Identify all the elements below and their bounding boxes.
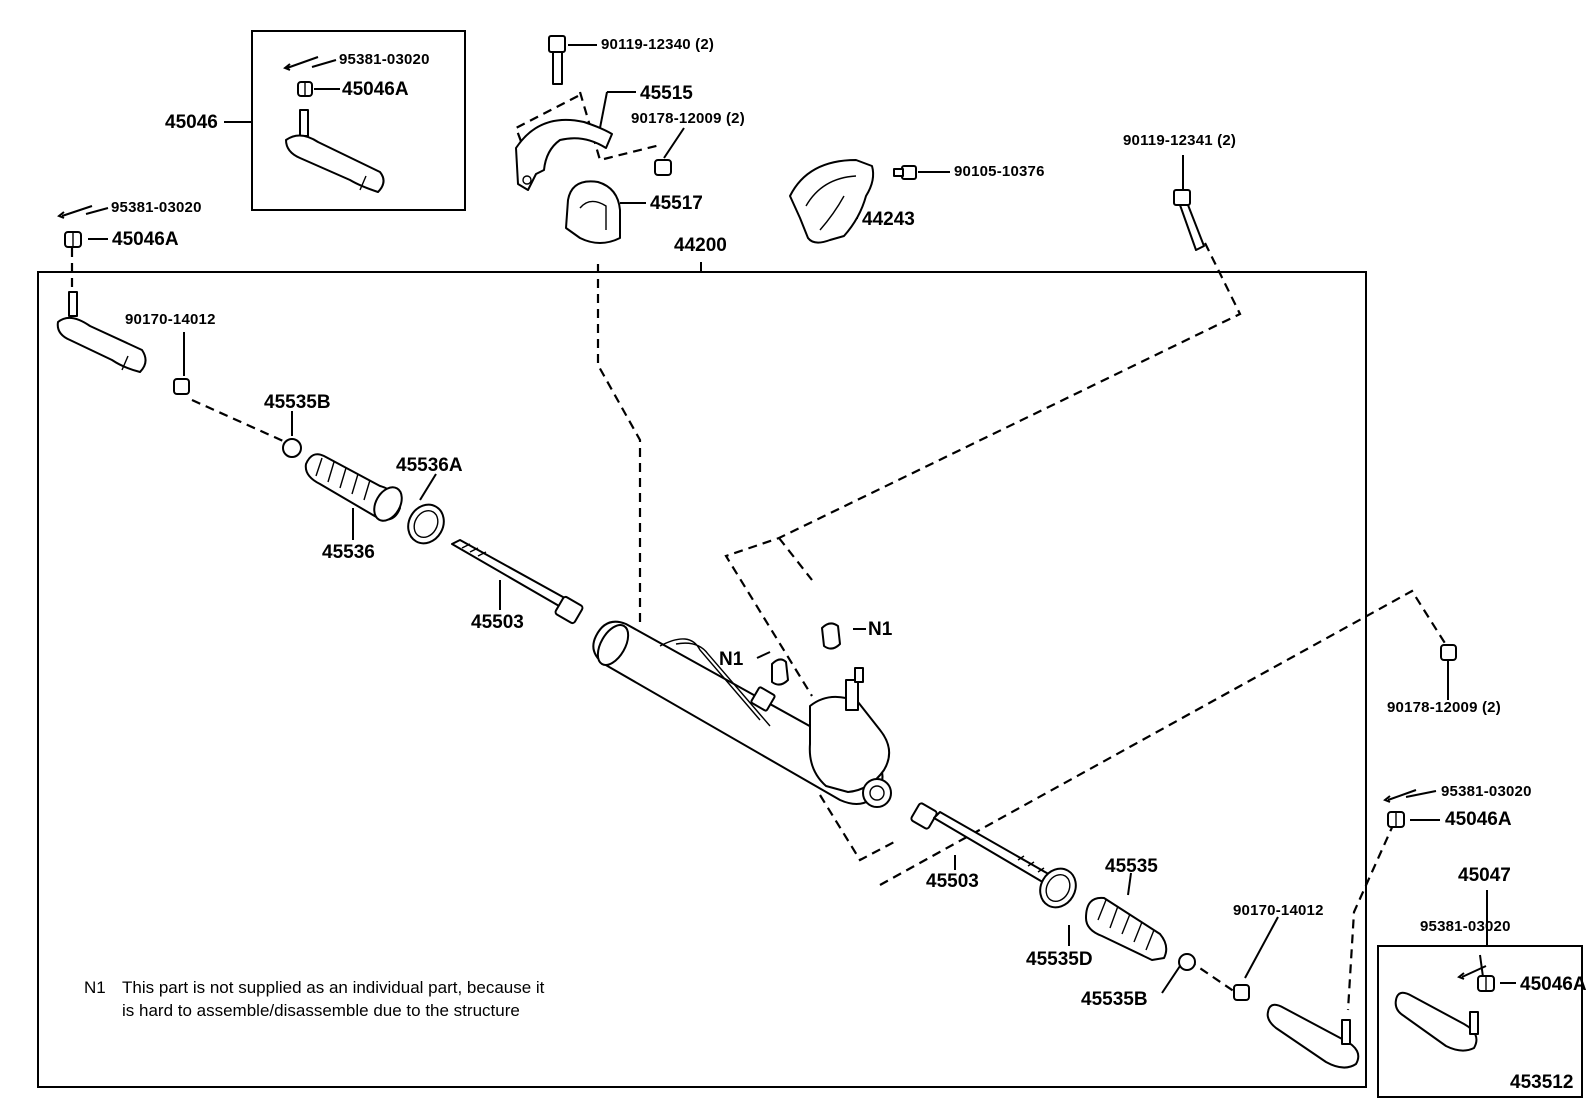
label-45535D: 45535D bbox=[1026, 949, 1093, 970]
band-clamp-icon bbox=[407, 503, 445, 545]
label-45536: 45536 bbox=[322, 542, 375, 563]
label-45535B: 45535B bbox=[264, 392, 331, 413]
bolt-icon bbox=[548, 35, 566, 85]
inset-box-45047 bbox=[1377, 945, 1583, 1098]
label-90105-10376: 90105-10376 bbox=[954, 163, 1045, 180]
seal-icon bbox=[771, 658, 789, 686]
bushing-icon bbox=[565, 180, 621, 244]
steering-rack-housing-icon bbox=[592, 620, 892, 808]
clamp-icon bbox=[282, 438, 302, 458]
tie-rod-end-icon bbox=[1266, 1003, 1360, 1069]
figure-number: 453512 bbox=[1510, 1072, 1574, 1093]
inset-box-45046 bbox=[251, 30, 466, 211]
nut-icon bbox=[173, 378, 190, 395]
label-45046A: 45046A bbox=[1520, 974, 1587, 995]
label-44243: 44243 bbox=[862, 209, 915, 230]
castle-nut-icon bbox=[64, 231, 82, 248]
label-45515: 45515 bbox=[640, 83, 693, 104]
label-90178-12009: 90178-12009 (2) bbox=[631, 110, 745, 127]
cotter-pin-icon bbox=[57, 205, 93, 219]
castle-nut-icon bbox=[1387, 811, 1405, 828]
label-45503: 45503 bbox=[926, 871, 979, 892]
tie-rod-icon bbox=[451, 539, 584, 625]
label-45046A: 45046A bbox=[112, 229, 179, 250]
label-95381-03020: 95381-03020 bbox=[111, 199, 202, 216]
label-45047: 45047 bbox=[1458, 865, 1511, 886]
nut-icon bbox=[1233, 984, 1250, 1001]
label-90119-12340: 90119-12340 (2) bbox=[601, 36, 715, 53]
label-90170-14012: 90170-14012 bbox=[125, 311, 216, 328]
label-45517: 45517 bbox=[650, 193, 703, 214]
label-45536A: 45536A bbox=[396, 455, 463, 476]
label-45046: 45046 bbox=[165, 112, 218, 133]
leader-lines bbox=[85, 44, 1516, 994]
bracket-icon bbox=[515, 118, 613, 191]
label-90178-12009: 90178-12009 (2) bbox=[1387, 699, 1501, 716]
dashed-assembly-lines bbox=[70, 91, 1449, 1011]
label-N1: N1 bbox=[868, 619, 893, 640]
castle-nut-icon bbox=[1477, 975, 1495, 992]
footnote-text: This part is not supplied as an individu… bbox=[122, 978, 545, 1020]
cotter-pin-icon bbox=[1457, 965, 1487, 980]
castle-nut-icon bbox=[297, 81, 313, 97]
band-clamp-icon bbox=[1039, 867, 1077, 909]
boot-icon bbox=[304, 453, 403, 522]
label-45535B: 45535B bbox=[1081, 989, 1148, 1010]
label-45503: 45503 bbox=[471, 612, 524, 633]
tie-rod-end-icon bbox=[1394, 991, 1479, 1052]
label-N1: N1 bbox=[719, 649, 744, 670]
label-44200: 44200 bbox=[674, 235, 727, 256]
label-90119-12341: 90119-12341 (2) bbox=[1123, 132, 1237, 149]
tie-rod-end-icon bbox=[56, 291, 147, 373]
clamp-icon bbox=[1178, 953, 1196, 971]
boot-icon bbox=[1085, 896, 1168, 961]
heat-shield-icon bbox=[789, 159, 875, 244]
seal-icon bbox=[821, 622, 841, 650]
label-95381-03020: 95381-03020 bbox=[1441, 783, 1532, 800]
nut-icon bbox=[654, 159, 672, 176]
bolt-icon bbox=[1173, 189, 1205, 251]
cotter-pin-icon bbox=[1383, 789, 1417, 803]
label-45535: 45535 bbox=[1105, 856, 1158, 877]
label-95381-03020: 95381-03020 bbox=[1420, 918, 1511, 935]
label-45046A: 45046A bbox=[1445, 809, 1512, 830]
label-90170-14012: 90170-14012 bbox=[1233, 902, 1324, 919]
cotter-pin-icon bbox=[283, 56, 319, 71]
label-95381-03020: 95381-03020 bbox=[339, 51, 430, 68]
label-45046A: 45046A bbox=[342, 79, 409, 100]
bolt-icon bbox=[893, 165, 917, 180]
footnote-tag: N1 bbox=[84, 978, 106, 997]
tie-rod-end-icon bbox=[285, 109, 385, 193]
nut-icon bbox=[1440, 644, 1457, 661]
